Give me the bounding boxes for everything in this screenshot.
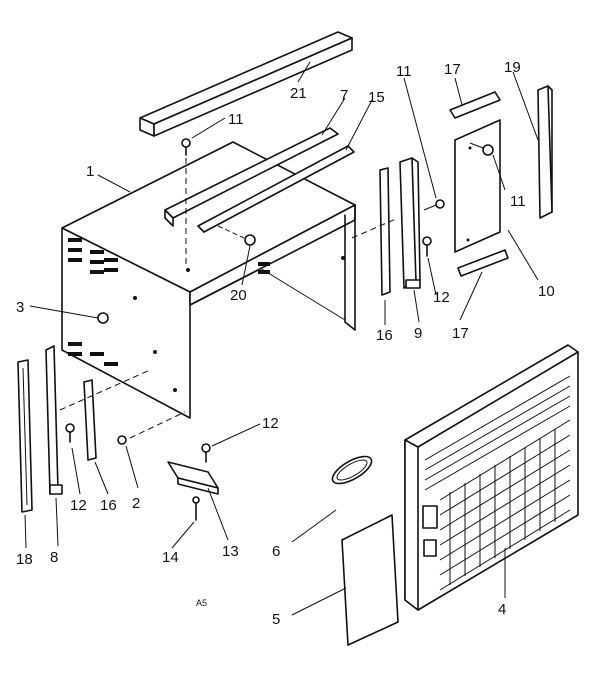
part-21-top-rail [139, 31, 353, 137]
callout-8: 8 [50, 549, 58, 566]
screw-3 [97, 312, 109, 324]
part-16-channel-left [83, 379, 97, 461]
cabinet-louvers [68, 238, 270, 366]
part-4-front-grille [404, 344, 579, 611]
screw-11-mid [423, 199, 445, 211]
part-19-bracket [537, 85, 553, 219]
callout-13: 13 [222, 543, 239, 560]
callout-12-left: 12 [70, 497, 87, 514]
callout-3: 3 [16, 299, 24, 316]
callout-9: 9 [414, 325, 422, 342]
callout-7: 7 [340, 87, 348, 104]
callout-6: 6 [272, 543, 280, 560]
callout-20: 20 [230, 287, 247, 304]
callout-1: 1 [86, 163, 94, 180]
grille-slats [424, 375, 571, 591]
screw-12-left [65, 423, 75, 443]
callout-17-top: 17 [444, 61, 461, 78]
part-17-bottom-bar [457, 249, 509, 277]
screw-2 [117, 435, 127, 445]
part-6-knob [331, 455, 373, 485]
callout-12-right: 12 [433, 289, 450, 306]
part-18-channel [17, 359, 33, 513]
part-17-top-bar [449, 91, 501, 119]
part-8-bracket [45, 345, 63, 495]
screw-11-panel [469, 142, 494, 156]
callout-15: 15 [368, 89, 385, 106]
callout-11-panel: 11 [510, 193, 526, 210]
screw-11-top [181, 138, 191, 268]
fastener-20 [217, 225, 256, 246]
callout-16-left: 16 [100, 497, 117, 514]
callout-2: 2 [132, 495, 140, 512]
leader-lines [24, 61, 539, 616]
part-16-channel-right [379, 167, 391, 296]
callout-11-mid: 11 [396, 63, 412, 80]
part-1-cabinet [61, 141, 356, 419]
screw-12-bracket [201, 443, 211, 463]
callout-19: 19 [504, 59, 521, 76]
part-13-bracket [167, 461, 219, 495]
screw-14 [192, 496, 200, 521]
callout-12-bracket: 12 [262, 415, 279, 432]
callout-16-right: 16 [376, 327, 393, 344]
callout-labels: 1 11 7 15 21 20 11 17 19 11 10 17 12 9 1… [16, 59, 555, 628]
callout-11-top: 11 [228, 111, 244, 128]
callout-18: 18 [16, 551, 33, 568]
part-5-filter [341, 514, 399, 646]
callout-4: 4 [498, 601, 506, 618]
part-15-seal-strip [197, 145, 355, 233]
callout-21: 21 [290, 85, 307, 102]
part-7-rail [164, 127, 339, 227]
callout-5: 5 [272, 611, 280, 628]
callout-14: 14 [162, 549, 179, 566]
callout-10: 10 [538, 283, 555, 300]
callout-17-bottom: 17 [452, 325, 469, 342]
part-10-side-panel [454, 119, 501, 253]
screw-12-right [422, 236, 432, 257]
part-9-bracket-right [399, 157, 421, 289]
figure-code: A5 [196, 598, 207, 608]
